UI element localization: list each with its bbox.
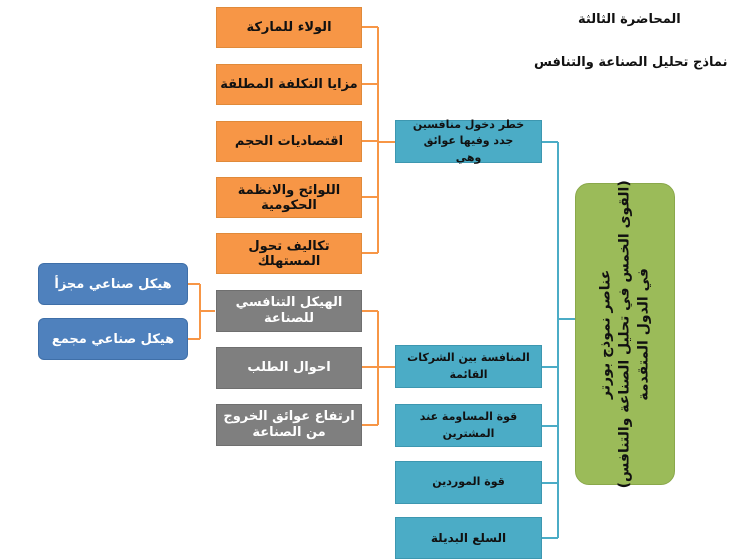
central-porter-model-text: عناصر نموذج بورتر (القوى الخمس في تحليل … [597, 180, 654, 488]
factor-exit-barriers: ارتفاع عوائق الخروج من الصناعة [216, 404, 362, 446]
force-industry-rivalry: المنافسة بين الشركات القائمة [395, 345, 542, 388]
barrier-government-regulations: اللوائح والانظمة الحكومية [216, 177, 362, 218]
structure-fragmented: هيكل صناعي مجزأ [38, 263, 188, 305]
central-line-1: عناصر نموذج بورتر [597, 269, 614, 399]
structure-consolidated: هيكل صناعي مجمع [38, 318, 188, 360]
central-porter-model: عناصر نموذج بورتر (القوى الخمس في تحليل … [575, 180, 675, 488]
factor-demand-conditions: احوال الطلب [216, 347, 362, 389]
central-line-2: (القوى الخمس في تحليل الصناعة والتنافس) [616, 179, 633, 489]
barrier-economies-of-scale: اقتصاديات الحجم [216, 121, 362, 162]
factor-competitive-structure: الهيكل التنافسي للصناعة [216, 290, 362, 332]
force-substitutes: السلع البديلة [395, 517, 542, 559]
central-line-3: في الدول المتقدمة [635, 267, 652, 401]
barrier-switching-costs: تكاليف تحول المستهلك [216, 233, 362, 274]
lecture-title: المحاضرة الثالثة [578, 12, 681, 27]
page-subtitle: نماذج تحليل الصناعة والتنافس [534, 55, 728, 70]
barrier-absolute-cost: مزايا التكلفة المطلقة [216, 64, 362, 105]
force-buyer-power: قوة المساومة عند المشترين [395, 404, 542, 447]
force-new-entrants: خطر دخول منافسين جدد وفيها عوائق وهي [395, 118, 542, 164]
force-supplier-power: قوة الموردين [395, 461, 542, 504]
barrier-brand-loyalty: الولاء للماركة [216, 7, 362, 48]
